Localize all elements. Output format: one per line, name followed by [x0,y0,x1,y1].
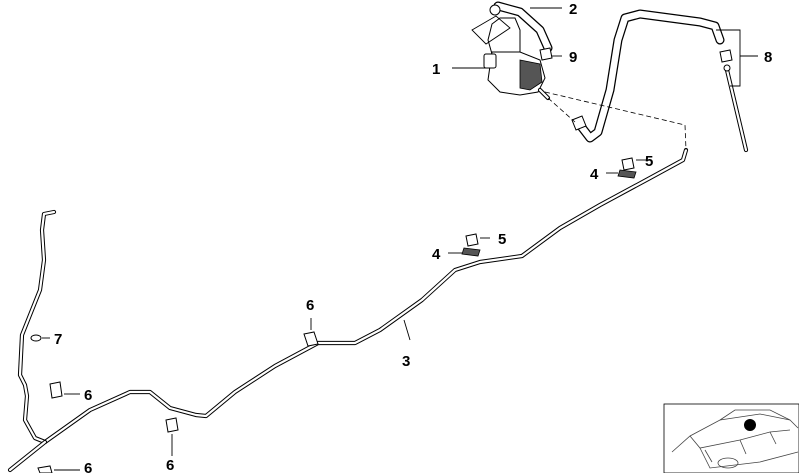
rod-8 [723,64,749,153]
callout-5-upper: 5 [645,153,653,170]
car-location-thumbnail [663,403,799,473]
callout-6-bottom: 6 [166,457,174,473]
hose-u [575,9,725,143]
callout-5-middle: 5 [498,231,506,248]
callout-4-middle: 4 [432,246,441,263]
clip-5-upper [617,157,637,179]
callout-2: 2 [569,1,577,18]
callout-9: 9 [569,49,577,66]
callout-6-corner: 6 [84,460,92,473]
clip-6-corner [37,465,53,473]
clip-5-middle [461,233,481,257]
hose-2 [493,1,553,53]
clip-6-left [49,381,63,399]
callout-8: 8 [764,49,772,66]
fuel-line-3 [7,147,689,473]
callout-7: 7 [54,331,62,348]
location-marker [744,419,756,431]
fitting-9 [539,47,553,61]
fitting-8 [719,49,733,63]
leader-lines [42,7,758,471]
callout-4-upper: 4 [590,166,599,183]
clip-6-center [303,331,319,347]
clip-6-bottom [165,417,179,433]
pump-assembly-1 [483,4,551,101]
callout-labels: 1 2 3 4 4 5 5 6 6 6 6 7 8 9 [54,1,772,473]
grommet-7 [30,334,42,342]
callout-6-left: 6 [84,387,92,404]
callout-6-center: 6 [306,297,314,314]
callout-1: 1 [432,61,440,78]
dashed-reference-lines [544,91,687,151]
fitting-lower [571,115,587,131]
callout-3: 3 [402,353,410,370]
